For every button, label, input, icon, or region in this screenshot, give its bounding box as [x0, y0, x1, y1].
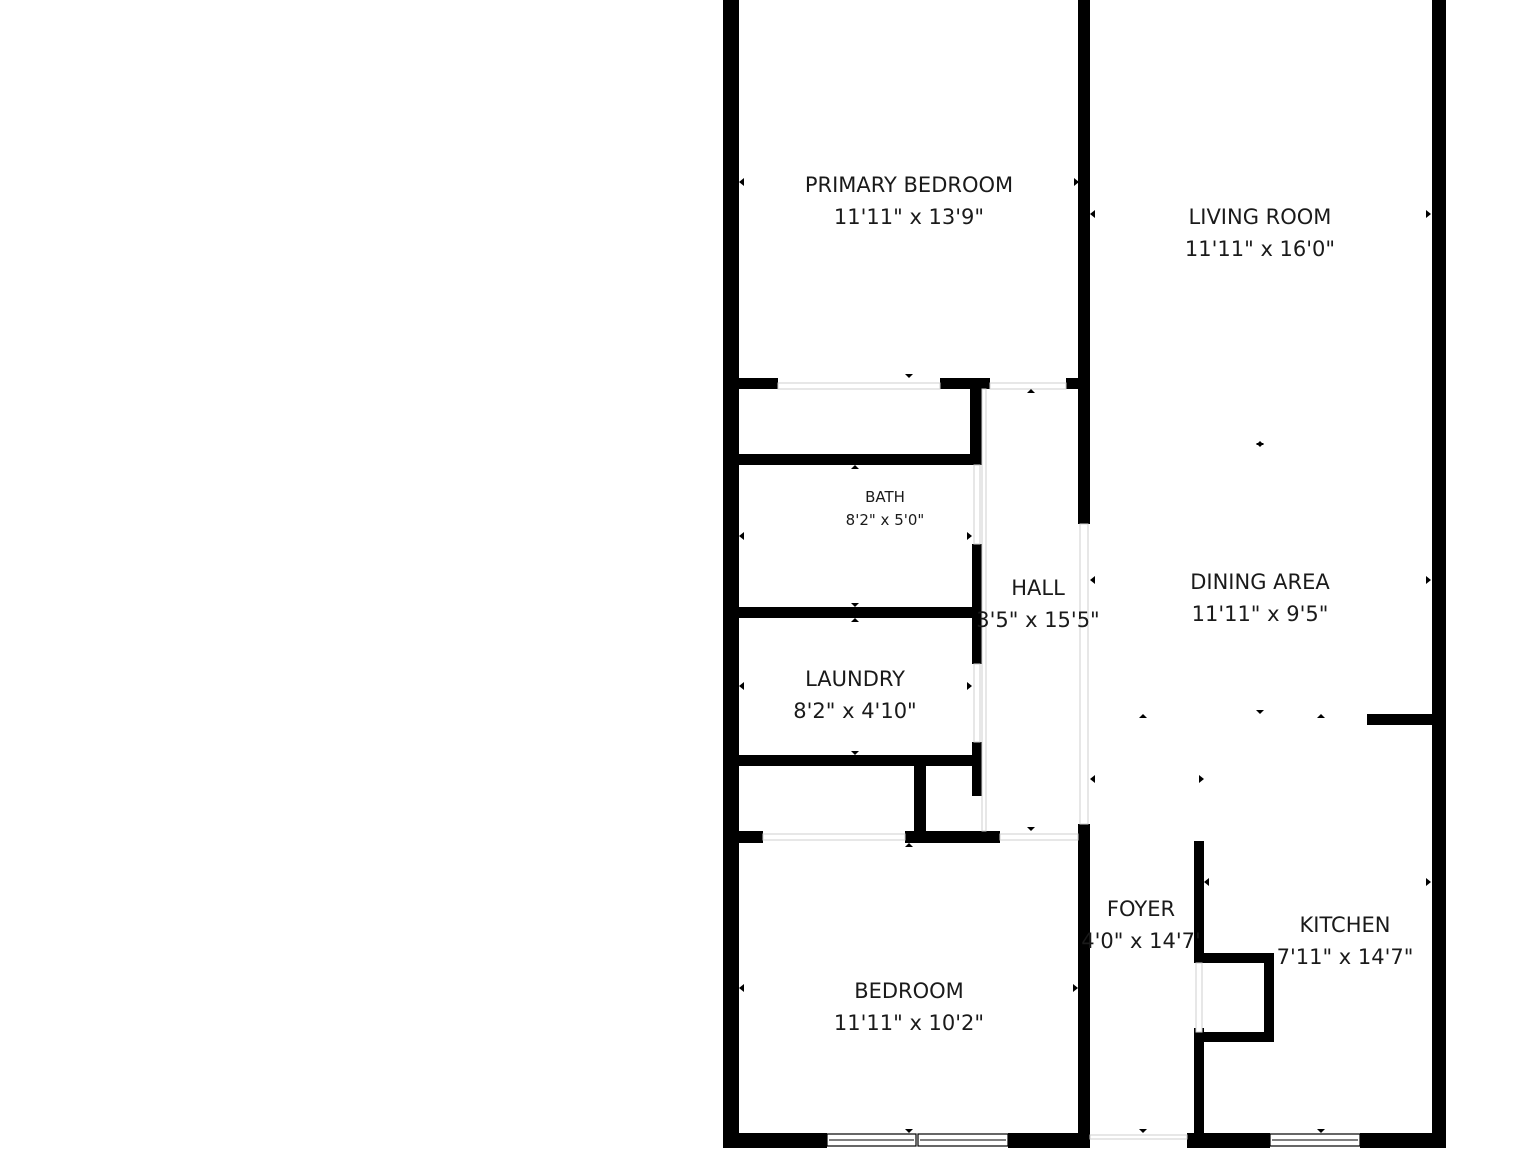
opening-primary-closet — [777, 382, 941, 390]
wall-laundry-bottom — [723, 755, 982, 766]
wall-bath-right — [972, 544, 982, 664]
wall-bottom-2 — [1008, 1133, 1090, 1148]
wall-closet-right — [970, 378, 982, 465]
wall-bedroom-top-2 — [905, 831, 1000, 843]
wall-bottom-1 — [723, 1133, 827, 1148]
living-room-name: LIVING ROOM — [1189, 205, 1332, 229]
wall-bedroom-foyer — [1078, 824, 1090, 1148]
wall-bottom-4 — [1360, 1133, 1446, 1148]
wall-bedroom-living — [1078, 0, 1090, 524]
foyer-name: FOYER — [1107, 897, 1175, 921]
opening-bath-hall — [973, 464, 981, 545]
opening-bedroom-closet — [762, 833, 906, 841]
wall-pantry-top — [1194, 953, 1274, 963]
windows — [826, 1133, 1361, 1147]
kitchen-name: KITCHEN — [1300, 913, 1391, 937]
wall-bottom-3 — [1187, 1133, 1270, 1148]
wall-pantry-bottom — [1194, 1032, 1274, 1042]
laundry-dims: 8'2" x 4'10" — [793, 699, 916, 723]
wall-closet-top-1 — [723, 378, 778, 389]
wall-outer-right — [1432, 0, 1446, 1148]
opening-bedroom-hall — [999, 833, 1079, 841]
opening-primary-hall — [989, 382, 1067, 390]
opening-front-door — [1089, 1134, 1188, 1140]
walls — [723, 0, 1446, 1148]
wall-laundry-right — [972, 742, 982, 766]
primary-bedroom-dims: 11'11" x 13'9" — [834, 205, 984, 229]
wall-kitchen-stub — [1367, 714, 1437, 725]
wall-closet-top-2 — [940, 378, 990, 389]
wall-small-closet-left — [914, 766, 926, 842]
primary-bedroom-name: PRIMARY BEDROOM — [805, 173, 1013, 197]
opening-kitchen-pantry — [1195, 962, 1203, 1033]
kitchen-dims: 7'11" x 14'7" — [1277, 945, 1414, 969]
bedroom-name: BEDROOM — [854, 979, 964, 1003]
wall-pantry-right — [1264, 953, 1274, 1042]
dining-area-name: DINING AREA — [1190, 570, 1330, 594]
dining-area-dims: 11'11" x 9'5" — [1192, 602, 1329, 626]
wall-kitchen-left-top — [1194, 841, 1204, 959]
bath-name: BATH — [865, 488, 905, 506]
dimension-markers — [739, 178, 1431, 1133]
living-room-dims: 11'11" x 16'0" — [1185, 237, 1335, 261]
wall-small-closet-right — [972, 766, 982, 796]
foyer-dims: 4'0" x 14'7' — [1081, 929, 1201, 953]
opening-hall-dining — [1079, 523, 1089, 825]
wall-bath-top — [723, 454, 982, 465]
opening-hall-left — [981, 388, 987, 832]
hall-name: HALL — [1011, 576, 1065, 600]
opening-laundry-hall — [973, 663, 981, 743]
bath-dims: 8'2" x 5'0" — [846, 511, 925, 529]
hall-dims: 3'5" x 15'5" — [976, 608, 1099, 632]
bedroom-dims: 11'11" x 10'2" — [834, 1011, 984, 1035]
wall-kitchen-left-bottom — [1194, 1028, 1204, 1148]
room-labels: PRIMARY BEDROOM 11'11" x 13'9" LIVING RO… — [793, 173, 1413, 1035]
wall-outer-left — [723, 0, 739, 1148]
openings — [762, 382, 1203, 1140]
wall-bath-laundry — [723, 607, 982, 618]
laundry-name: LAUNDRY — [805, 667, 905, 691]
wall-closet-top-3 — [1066, 378, 1090, 389]
wall-bedroom-top-1 — [723, 831, 763, 843]
